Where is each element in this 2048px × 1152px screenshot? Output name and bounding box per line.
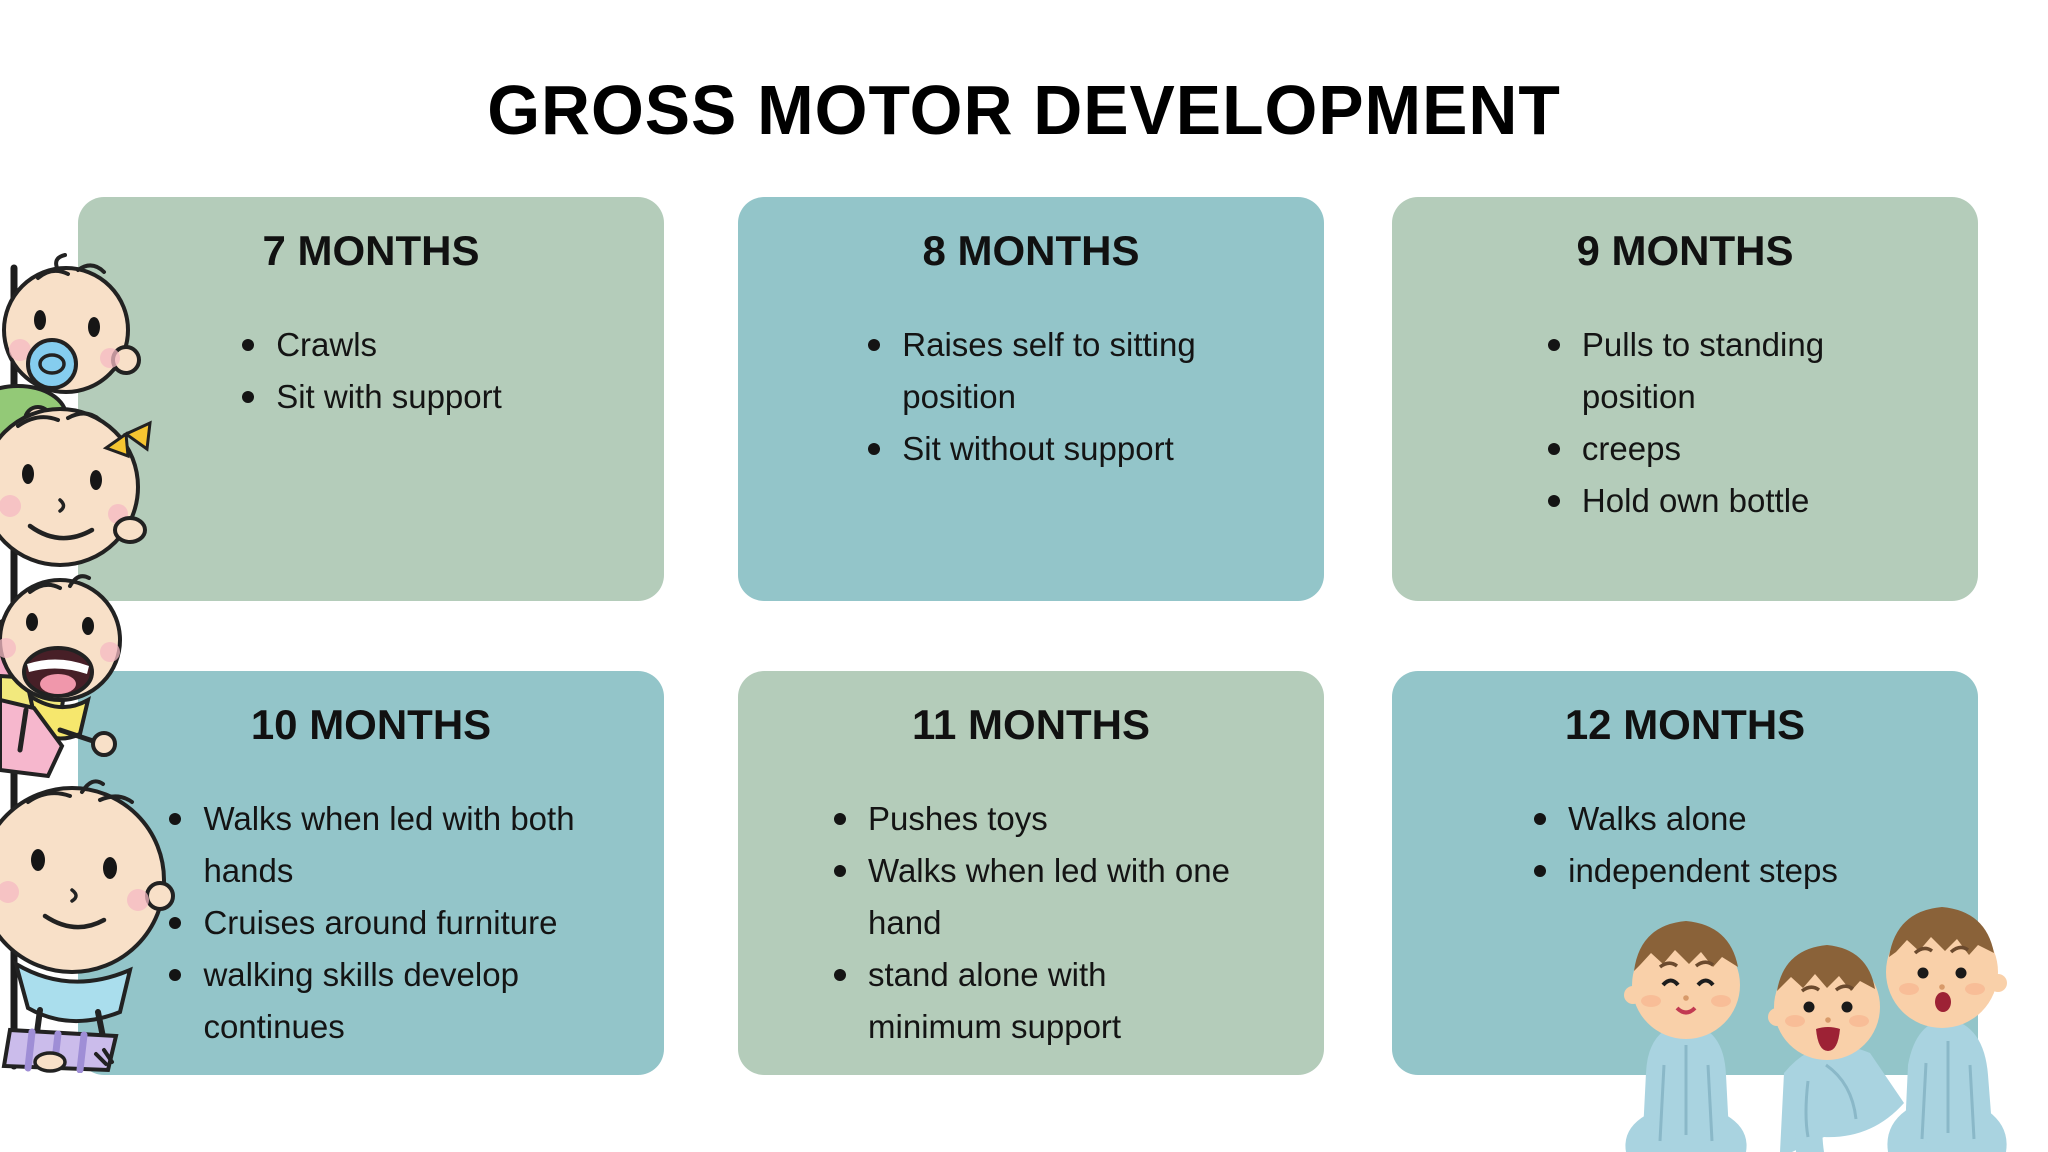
- card-title: 7 MONTHS: [262, 227, 480, 274]
- milestone-item: Walks alone: [1532, 793, 1838, 845]
- laughing-baby-icon: [0, 574, 122, 779]
- crawling-baby-blue-icon: [1768, 945, 1904, 1152]
- milestone-item: Hold own bottle: [1546, 475, 1824, 527]
- surprised-baby-icon: [1886, 907, 2007, 1152]
- milestone-list: Raises self to sitting position Sit with…: [866, 319, 1196, 475]
- milestone-item: independent steps: [1532, 845, 1838, 897]
- milestone-list: Walks when led with both hands Cruises a…: [167, 793, 575, 1053]
- milestone-list: Crawls Sit with support: [240, 319, 502, 423]
- milestone-card-10-months: 10 MONTHS Walks when led with both hands…: [78, 671, 664, 1075]
- milestone-item: Raises self to sitting position: [866, 319, 1196, 423]
- milestone-card-8-months: 8 MONTHS Raises self to sitting position…: [738, 197, 1324, 601]
- baby-with-bow-icon: [0, 407, 152, 567]
- triplet-babies-illustration: [1624, 907, 2007, 1152]
- milestone-card-9-months: 9 MONTHS Pulls to standing position cree…: [1392, 197, 1978, 601]
- peeking-babies-illustration: [0, 253, 175, 1073]
- milestone-item: Cruises around furniture: [167, 897, 574, 949]
- crawling-baby-icon: [0, 779, 175, 1073]
- milestone-item: Crawls: [240, 319, 502, 371]
- milestone-card-12-months: 12 MONTHS Walks alone independent steps: [1392, 671, 1978, 1075]
- milestone-item: walking skills develop continues: [167, 949, 574, 1053]
- milestone-item: Walks when led with one hand: [832, 845, 1230, 949]
- milestone-list: Pulls to standing position creeps Hold o…: [1546, 319, 1824, 527]
- milestone-item: stand alone with minimum support: [832, 949, 1230, 1053]
- milestone-item: Sit without support: [866, 423, 1195, 475]
- card-title: 10 MONTHS: [250, 701, 492, 748]
- milestone-card-11-months: 11 MONTHS Pushes toys Walks when led wit…: [738, 671, 1324, 1075]
- smiling-baby-icon: [1624, 921, 1747, 1152]
- milestone-item: Pushes toys: [832, 793, 1230, 845]
- milestone-item: Sit with support: [240, 371, 502, 423]
- milestone-item: creeps: [1546, 423, 1824, 475]
- milestone-list: Walks alone independent steps: [1532, 793, 1838, 897]
- milestone-item: Walks when led with both hands: [167, 793, 575, 897]
- card-title: 9 MONTHS: [1576, 227, 1794, 274]
- milestone-card-7-months: 7 MONTHS Crawls Sit with support: [78, 197, 664, 601]
- card-title: 11 MONTHS: [911, 701, 1151, 748]
- card-title: 8 MONTHS: [922, 227, 1140, 274]
- milestone-item: Pulls to standing position: [1546, 319, 1824, 423]
- milestone-list: Pushes toys Walks when led with one hand…: [832, 793, 1230, 1053]
- page-title: GROSS MOTOR DEVELOPMENT: [487, 71, 1561, 149]
- card-title: 12 MONTHS: [1564, 701, 1806, 748]
